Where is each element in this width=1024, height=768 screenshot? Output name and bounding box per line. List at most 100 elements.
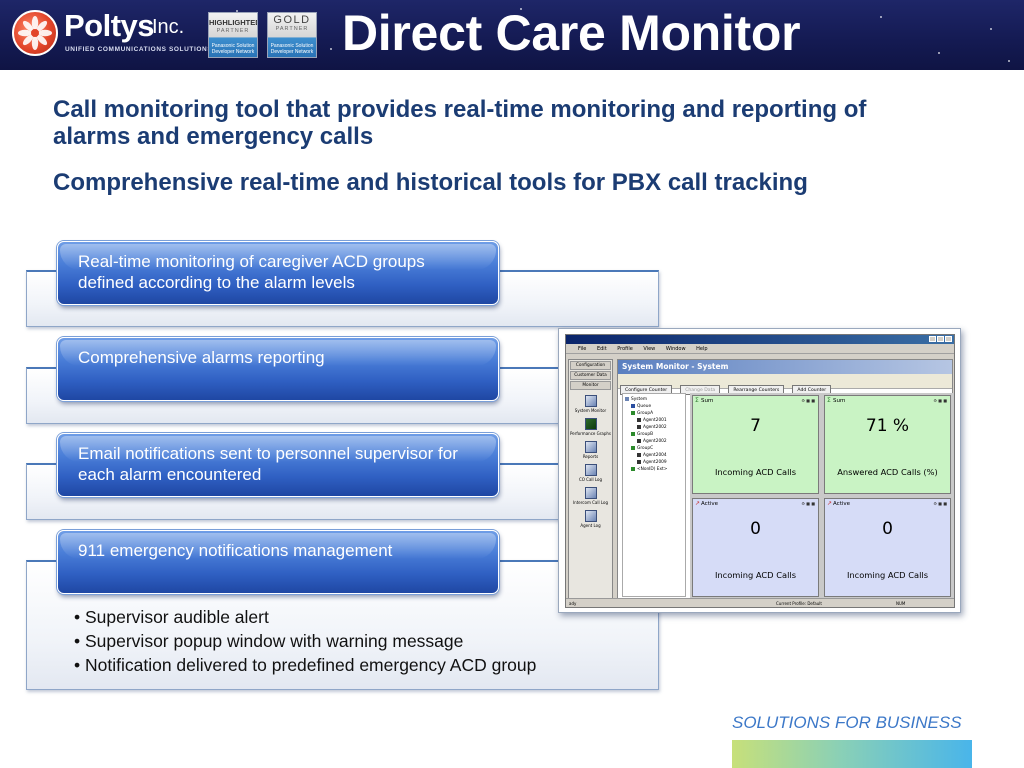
tree-node: System xyxy=(625,396,683,403)
logo-tagline: UNIFIED COMMUNICATIONS SOLUTIONS xyxy=(65,46,213,53)
maximize-icon xyxy=(937,336,944,342)
graph-icon xyxy=(584,418,597,430)
tree-node-label: Agent2001 xyxy=(643,418,667,423)
app-menubar: File Edit Profile View Window Help xyxy=(566,344,954,354)
tile-value: 71 % xyxy=(865,416,910,436)
tree-node: Queue xyxy=(625,403,683,410)
tree-node-label: <NonID) Ext> xyxy=(637,467,668,472)
tree-node-label: Agent2009 xyxy=(643,460,667,465)
system-tree: System Queue GroupA Agent2001 Agent2002 … xyxy=(622,393,686,597)
nav-item-label: Agent Log xyxy=(580,523,601,528)
slide-title: Direct Care Monitor xyxy=(342,5,801,61)
emergency-bullet-list: • Supervisor audible alert • Supervisor … xyxy=(74,605,634,677)
tree-node: GroupA xyxy=(625,410,683,417)
system-monitor-title: System Monitor - System xyxy=(618,360,952,374)
tree-node-label: Agent2002 xyxy=(643,439,667,444)
report-icon xyxy=(584,441,597,453)
feature-label: Email notifications sent to personnel su… xyxy=(78,444,458,484)
feature-realtime-monitoring: Real-time monitoring of caregiver ACD gr… xyxy=(57,241,499,305)
header-banner: Poltys Inc. UNIFIED COMMUNICATIONS SOLUT… xyxy=(0,0,1024,70)
tile-value: 7 xyxy=(750,416,761,436)
logo-suffix: Inc. xyxy=(152,16,185,38)
system-icon xyxy=(625,396,629,401)
badge-network: Panasonic Solution Developer Network xyxy=(270,43,314,55)
nav-item-label: CO Call Log xyxy=(578,477,603,482)
tree-node-label: Agent2004 xyxy=(643,453,667,458)
counter-tile: Σ Sum ⚙ ■ ■ 71 % Answered ACD Calls (%) xyxy=(824,395,951,494)
menu-profile: Profile xyxy=(617,346,633,352)
counter-tile: ↗ Active ⚙ ■ ■ 0 Incoming ACD Calls xyxy=(692,498,819,597)
poltys-logo: Poltys Inc. UNIFIED COMMUNICATIONS SOLUT… xyxy=(10,8,212,60)
logo-flower-icon xyxy=(12,10,58,56)
tree-node: Agent2002 xyxy=(625,424,683,431)
nav-item-label: System Monitor xyxy=(574,408,607,413)
agent-icon xyxy=(637,424,641,429)
star-decoration xyxy=(1008,60,1010,62)
monitor-icon xyxy=(584,395,597,407)
logo-name: Poltys xyxy=(64,8,155,43)
agent-icon xyxy=(637,459,641,464)
app-statusbar: ady Current Profile: Default NUM xyxy=(566,598,954,607)
tree-node-label: Queue xyxy=(637,404,652,409)
tile-label: Active xyxy=(701,501,719,507)
counter-tile: ↗ Active ⚙ ■ ■ 0 Incoming ACD Calls xyxy=(824,498,951,597)
status-profile: Current Profile: Default xyxy=(776,601,822,606)
tile-caption: Incoming ACD Calls xyxy=(846,570,929,580)
tree-node: Agent2001 xyxy=(625,417,683,424)
nav-agent-log: Agent Log xyxy=(569,510,612,528)
group-icon xyxy=(631,431,635,436)
tile-label: Sum xyxy=(833,398,846,404)
nav-monitor: Monitor xyxy=(570,381,611,390)
tree-node: GroupC xyxy=(625,445,683,452)
group-icon xyxy=(631,410,635,415)
feature-alarms-reporting: Comprehensive alarms reporting xyxy=(57,337,499,401)
agent-icon xyxy=(637,438,641,443)
badge-title: GOLD xyxy=(273,14,311,26)
tree-node-label: GroupC xyxy=(637,446,654,451)
tile-controls-icon: ⚙ ■ ■ xyxy=(933,501,947,506)
group-icon xyxy=(631,466,635,471)
star-decoration xyxy=(938,52,940,54)
counter-tile: Σ Sum ⚙ ■ ■ 7 Incoming ACD Calls xyxy=(692,395,819,494)
feature-label: Comprehensive alarms reporting xyxy=(78,348,325,367)
window-controls xyxy=(928,336,952,346)
menu-edit: Edit xyxy=(596,346,607,352)
app-window: File Edit Profile View Window Help Confi… xyxy=(565,334,955,608)
feature-label: Real-time monitoring of caregiver ACD gr… xyxy=(78,252,425,292)
app-nav-panel: Configuration Customer Data Monitor Syst… xyxy=(568,359,613,599)
tile-label: Active xyxy=(833,501,851,507)
badge-network: Panasonic Solution Developer Network xyxy=(211,43,255,55)
tile-value: 0 xyxy=(882,519,893,539)
brand-gradient-bar xyxy=(732,740,972,768)
gold-partner-badge: GOLD PARTNER Panasonic Solution Develope… xyxy=(267,12,317,58)
active-icon: ↗ xyxy=(827,500,833,507)
highlighted-partner-badge: HIGHLIGHTED PARTNER Panasonic Solution D… xyxy=(208,12,258,58)
star-decoration xyxy=(520,8,522,10)
nav-system-monitor: System Monitor xyxy=(569,395,612,413)
tree-node: Agent2004 xyxy=(625,452,683,459)
star-decoration xyxy=(330,48,332,50)
agent-icon xyxy=(637,417,641,422)
log-icon xyxy=(584,510,597,522)
menu-help: Help xyxy=(696,346,708,352)
nav-performance-graphs: Performance Graphs xyxy=(569,418,612,436)
tree-node-label: GroupA xyxy=(637,411,654,416)
tile-caption: Incoming ACD Calls xyxy=(714,467,797,477)
agent-icon xyxy=(637,452,641,457)
tree-node: Agent2009 xyxy=(625,459,683,466)
minimize-icon xyxy=(929,336,936,342)
log-icon xyxy=(584,464,597,476)
active-icon: ↗ xyxy=(695,500,701,507)
close-icon xyxy=(945,336,952,342)
bullet-item: • Notification delivered to predefined e… xyxy=(74,655,537,675)
nav-item-label: Reports xyxy=(582,454,599,459)
sum-icon: Σ xyxy=(827,397,831,404)
system-monitor-window: System Monitor - System Configure Counte… xyxy=(617,359,954,599)
bullet-item: • Supervisor popup window with warning m… xyxy=(74,631,464,651)
subheading-tracking: Comprehensive real-time and historical t… xyxy=(53,169,808,196)
badge-subtitle: PARTNER xyxy=(275,26,309,32)
star-decoration xyxy=(236,10,238,12)
feature-911-management: 911 emergency notifications management xyxy=(57,530,499,594)
app-screenshot: File Edit Profile View Window Help Confi… xyxy=(558,328,961,613)
tree-node: GroupB xyxy=(625,431,683,438)
